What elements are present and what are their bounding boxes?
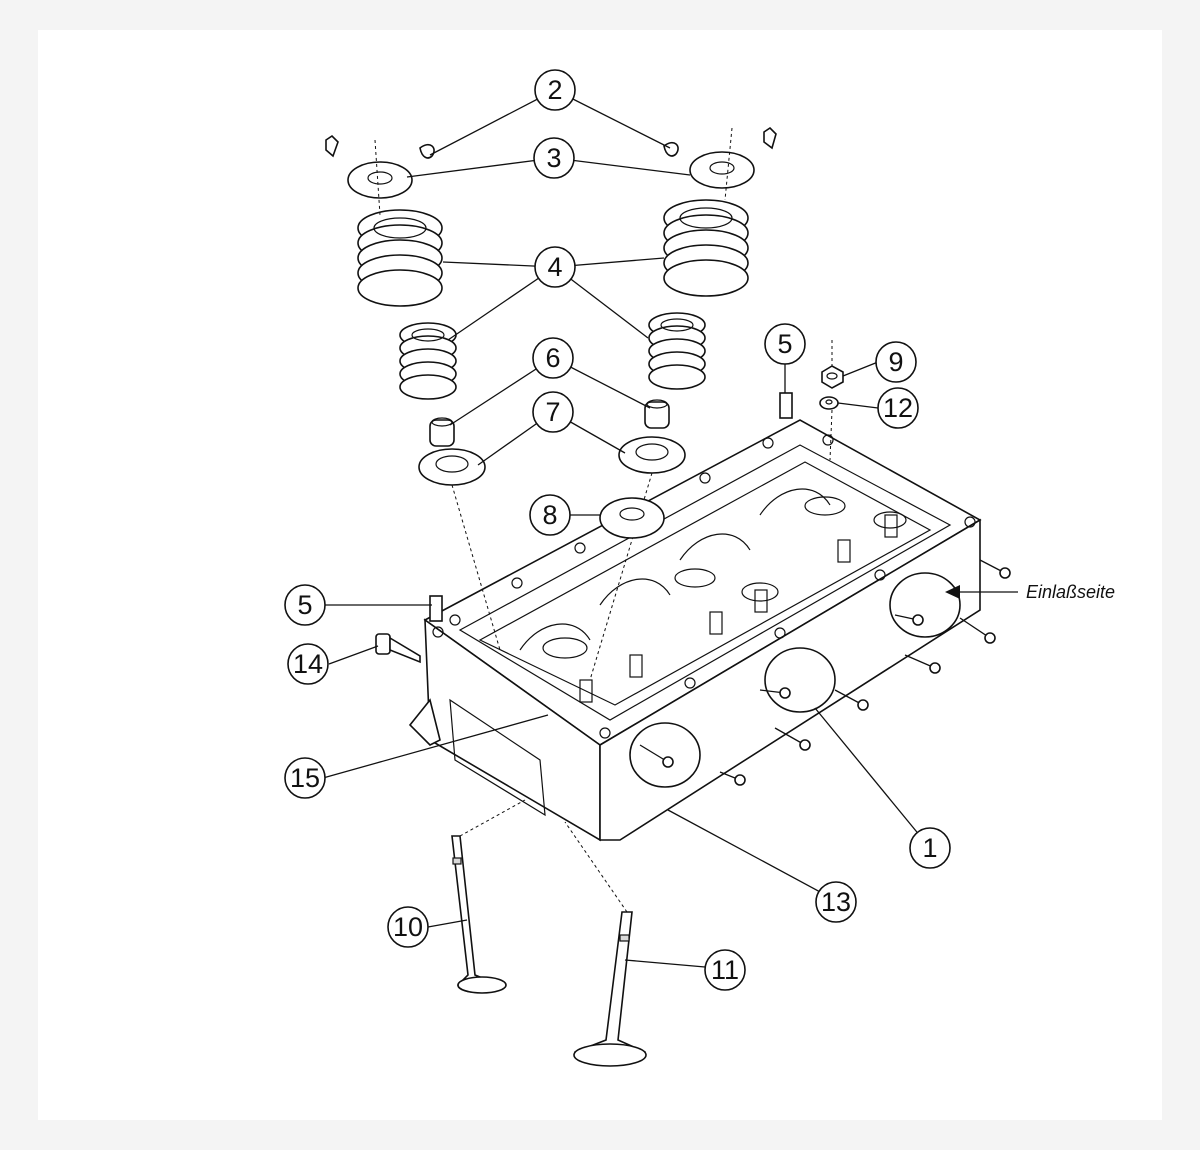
- svg-text:9: 9: [888, 347, 903, 377]
- svg-text:13: 13: [821, 887, 851, 917]
- svg-text:2: 2: [547, 75, 562, 105]
- intake-valve: [573, 911, 647, 1067]
- svg-text:4: 4: [547, 252, 562, 282]
- callout-2: 2: [534, 69, 576, 111]
- svg-text:12: 12: [883, 393, 913, 423]
- svg-text:15: 15: [290, 763, 320, 793]
- svg-text:3: 3: [546, 143, 561, 173]
- side-bolts: [639, 559, 1011, 786]
- svg-text:1: 1: [922, 833, 937, 863]
- intake-side-label: Einlaßseite: [1026, 582, 1115, 602]
- callout-8: 8: [529, 494, 571, 536]
- callout-7: 7: [532, 391, 574, 433]
- dowel-pin-right: [779, 392, 793, 419]
- svg-text:6: 6: [545, 343, 560, 373]
- svg-text:7: 7: [545, 397, 560, 427]
- callout-14: 14: [287, 643, 329, 685]
- callout-10: 10: [387, 906, 429, 948]
- svg-text:14: 14: [293, 649, 323, 679]
- callout-9: 9: [875, 341, 917, 383]
- dowel-pin-left: [429, 595, 443, 622]
- svg-text:10: 10: [393, 912, 423, 942]
- callout-3: 3: [533, 137, 575, 179]
- callout-15: 15: [284, 757, 326, 799]
- callout-6: 6: [532, 337, 574, 379]
- valve-train-right: [589, 126, 777, 681]
- nut: [821, 365, 844, 389]
- cylinder-head: [408, 419, 1011, 842]
- svg-text:5: 5: [297, 590, 312, 620]
- callout-13: 13: [815, 881, 857, 923]
- washer: [819, 396, 839, 410]
- svg-text:8: 8: [542, 500, 557, 530]
- callout-11: 11: [704, 949, 746, 991]
- valve-train-left: [325, 134, 501, 651]
- callout-5-left: 5: [284, 584, 326, 626]
- callouts: 1 2 3 4 5 5 6: [284, 69, 951, 991]
- svg-text:11: 11: [711, 955, 739, 985]
- callout-1: 1: [909, 827, 951, 869]
- svg-text:5: 5: [777, 329, 792, 359]
- callout-5-right: 5: [764, 323, 806, 365]
- bolt: [375, 633, 421, 664]
- callout-4: 4: [534, 246, 576, 288]
- callout-12: 12: [877, 387, 919, 429]
- exhaust-valve: [451, 835, 507, 994]
- tappet: [599, 497, 665, 539]
